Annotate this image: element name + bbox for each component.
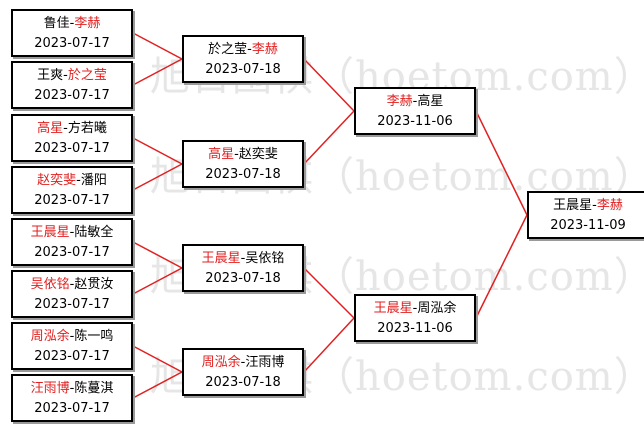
match-box: 吴依铭-赵贯汝 2023-07-17 (11, 270, 133, 318)
player-2: 周泓余 (417, 301, 457, 316)
bracket-connector (475, 214, 528, 319)
player-1: 李赫 (386, 94, 413, 109)
match-date: 2023-11-06 (377, 114, 453, 129)
player-2: 汪雨博 (245, 355, 285, 370)
player-1: 赵奕斐 (37, 173, 77, 188)
player-1: 王晨星 (553, 198, 593, 213)
match-date: 2023-07-17 (34, 36, 110, 51)
player-2: 陈一鸣 (74, 329, 114, 344)
match-players: 王晨星-李赫 (553, 198, 623, 213)
player-2: 吴依铭 (245, 251, 285, 266)
player-1: 王晨星 (373, 301, 413, 316)
bracket-connector (132, 137, 183, 165)
match-date: 2023-07-17 (34, 349, 110, 364)
match-box: 王爽-於之莹 2023-07-17 (11, 61, 133, 109)
match-players: 汪雨博-陈蔓淇 (30, 381, 114, 396)
match-box: 王晨星-周泓余 2023-11-06 (354, 294, 476, 342)
player-2: 赵奕斐 (238, 147, 278, 162)
player-2: 李赫 (251, 42, 278, 57)
match-box: 鲁佳-李赫 2023-07-17 (11, 9, 133, 57)
bracket-connector (303, 58, 355, 112)
match-box: 汪雨博-陈蔓淇 2023-07-17 (11, 374, 133, 422)
player-2: 高星 (417, 94, 444, 109)
bracket-connector (132, 32, 183, 60)
player-2: 陆敏全 (74, 225, 114, 240)
player-2: 赵贯汝 (74, 277, 114, 292)
player-1: 高星 (37, 121, 64, 136)
match-box: 周泓余-汪雨博 2023-07-18 (182, 348, 304, 396)
bracket-connector (303, 267, 355, 319)
player-1: 鲁佳 (43, 16, 70, 31)
match-players: 王晨星-周泓余 (373, 301, 457, 316)
bracket-connector (475, 110, 528, 216)
bracket-connector (132, 163, 183, 191)
player-2: 李赫 (596, 198, 623, 213)
bracket-connector (303, 317, 355, 373)
match-players: 王爽-於之莹 (37, 68, 107, 83)
match-players: 周泓余-陈一鸣 (30, 329, 114, 344)
match-players: 周泓余-汪雨博 (201, 355, 285, 370)
match-date: 2023-07-18 (205, 62, 281, 77)
match-players: 李赫-高星 (386, 94, 444, 109)
match-date: 2023-07-18 (205, 375, 281, 390)
match-date: 2023-11-06 (377, 321, 453, 336)
match-date: 2023-11-09 (550, 218, 626, 233)
player-1: 周泓余 (30, 329, 70, 344)
match-players: 王晨星-陆敏全 (30, 225, 114, 240)
player-1: 王爽 (37, 68, 64, 83)
match-box: 於之莹-李赫 2023-07-18 (182, 35, 304, 83)
match-box: 王晨星-吴依铭 2023-07-18 (182, 244, 304, 292)
match-date: 2023-07-17 (34, 88, 110, 103)
match-box: 王晨星-陆敏全 2023-07-17 (11, 218, 133, 266)
match-box: 高星-赵奕斐 2023-07-18 (182, 140, 304, 188)
match-date: 2023-07-17 (34, 401, 110, 416)
bracket-connector (132, 241, 183, 269)
match-date: 2023-07-18 (205, 271, 281, 286)
player-2: 潘阳 (80, 173, 107, 188)
match-date: 2023-07-17 (34, 297, 110, 312)
player-2: 於之莹 (67, 68, 107, 83)
match-players: 王晨星-吴依铭 (201, 251, 285, 266)
final-match-box: 王晨星-李赫 2023-11-09 (527, 191, 644, 239)
player-2: 陈蔓淇 (74, 381, 114, 396)
player-2: 方若曦 (67, 121, 107, 136)
match-players: 吴依铭-赵贯汝 (30, 277, 114, 292)
player-1: 吴依铭 (30, 277, 70, 292)
match-box: 高星-方若曦 2023-07-17 (11, 114, 133, 162)
player-2: 李赫 (74, 16, 101, 31)
match-date: 2023-07-17 (34, 245, 110, 260)
player-1: 汪雨博 (30, 381, 70, 396)
bracket-connector (303, 110, 355, 165)
match-date: 2023-07-17 (34, 193, 110, 208)
match-players: 高星-方若曦 (37, 121, 107, 136)
match-players: 高星-赵奕斐 (208, 147, 278, 162)
player-1: 王晨星 (30, 225, 70, 240)
bracket-connector (132, 267, 183, 295)
bracket-connector (132, 58, 183, 86)
match-date: 2023-07-17 (34, 141, 110, 156)
player-1: 周泓余 (201, 355, 241, 370)
match-players: 赵奕斐-潘阳 (37, 173, 107, 188)
match-players: 鲁佳-李赫 (43, 16, 101, 31)
player-1: 王晨星 (201, 251, 241, 266)
match-box: 周泓余-陈一鸣 2023-07-17 (11, 322, 133, 370)
player-1: 於之莹 (208, 42, 248, 57)
bracket-connector (132, 371, 183, 399)
bracket-connector (132, 345, 183, 373)
match-box: 李赫-高星 2023-11-06 (354, 87, 476, 135)
player-1: 高星 (208, 147, 235, 162)
match-box: 赵奕斐-潘阳 2023-07-17 (11, 166, 133, 214)
match-date: 2023-07-18 (205, 167, 281, 182)
match-players: 於之莹-李赫 (208, 42, 278, 57)
